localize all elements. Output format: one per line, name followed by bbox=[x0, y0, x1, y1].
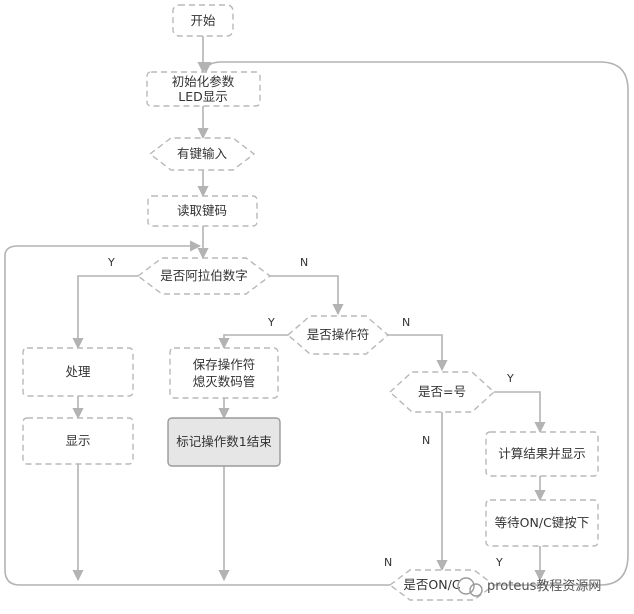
wechat-icon bbox=[457, 577, 483, 597]
node-key-input-label: 有键输入 bbox=[177, 146, 228, 161]
label-digit-yes: Y bbox=[107, 256, 115, 269]
node-read-key: 读取键码 bbox=[147, 195, 258, 227]
node-mark-end-label: 标记操作数1结束 bbox=[176, 434, 272, 449]
node-init: 初始化参数 LED显示 bbox=[146, 71, 261, 107]
node-init-label-2: LED显示 bbox=[178, 89, 228, 104]
connectors bbox=[4, 36, 629, 586]
node-is-onc-label: 是否ON/C bbox=[403, 577, 460, 592]
node-is-operator-label: 是否操作符 bbox=[307, 327, 370, 342]
node-is-operator: 是否操作符 bbox=[286, 315, 390, 355]
node-save-op-label-2: 熄灭数码管 bbox=[193, 374, 256, 389]
watermark: proteus教程资源网 bbox=[457, 577, 601, 597]
edge-isdigit-no bbox=[268, 275, 344, 316]
edge-isop-yes bbox=[218, 334, 290, 350]
node-save-op-label-1: 保存操作符 bbox=[193, 357, 256, 372]
node-calc-display: 计算结果并显示 bbox=[485, 431, 599, 477]
node-is-digit-label: 是否阿拉伯数字 bbox=[160, 268, 248, 283]
node-display: 显示 bbox=[22, 417, 134, 465]
node-calc-display-label: 计算结果并显示 bbox=[498, 446, 586, 461]
node-is-equals-label: 是否=号 bbox=[418, 384, 466, 399]
node-is-equals: 是否=号 bbox=[388, 371, 496, 413]
edge-return-left bbox=[4, 240, 390, 586]
label-op-yes: Y bbox=[267, 316, 275, 329]
node-is-digit: 是否阿拉伯数字 bbox=[136, 257, 272, 295]
node-start-label: 开始 bbox=[190, 13, 216, 28]
label-onc-yes: Y bbox=[495, 556, 503, 569]
edge-isdigit-yes bbox=[72, 275, 141, 350]
label-onc-no: N bbox=[384, 556, 392, 569]
node-save-op: 保存操作符 熄灭数码管 bbox=[169, 347, 279, 399]
node-process-label: 处理 bbox=[65, 364, 91, 379]
watermark-text: proteus教程资源网 bbox=[487, 578, 601, 594]
label-digit-no: N bbox=[300, 256, 308, 269]
node-mark-end: 标记操作数1结束 bbox=[167, 417, 281, 467]
node-wait-onc-label: 等待ON/C键按下 bbox=[495, 515, 590, 530]
node-wait-onc: 等待ON/C键按下 bbox=[485, 499, 599, 547]
label-op-no: N bbox=[402, 316, 410, 329]
node-start: 开始 bbox=[172, 4, 234, 37]
node-display-label: 显示 bbox=[65, 433, 90, 448]
node-init-label-1: 初始化参数 bbox=[172, 74, 235, 89]
node-process: 处理 bbox=[22, 347, 134, 397]
label-eq-yes: Y bbox=[506, 372, 514, 385]
node-key-input: 有键输入 bbox=[148, 137, 256, 171]
node-read-key-label: 读取键码 bbox=[177, 203, 227, 218]
edge-return-right bbox=[200, 61, 629, 586]
label-eq-no: N bbox=[422, 434, 430, 447]
edge-isop-no bbox=[386, 334, 448, 372]
edge-iseq-yes bbox=[494, 391, 546, 434]
node-is-onc: 是否ON/C bbox=[388, 569, 496, 601]
